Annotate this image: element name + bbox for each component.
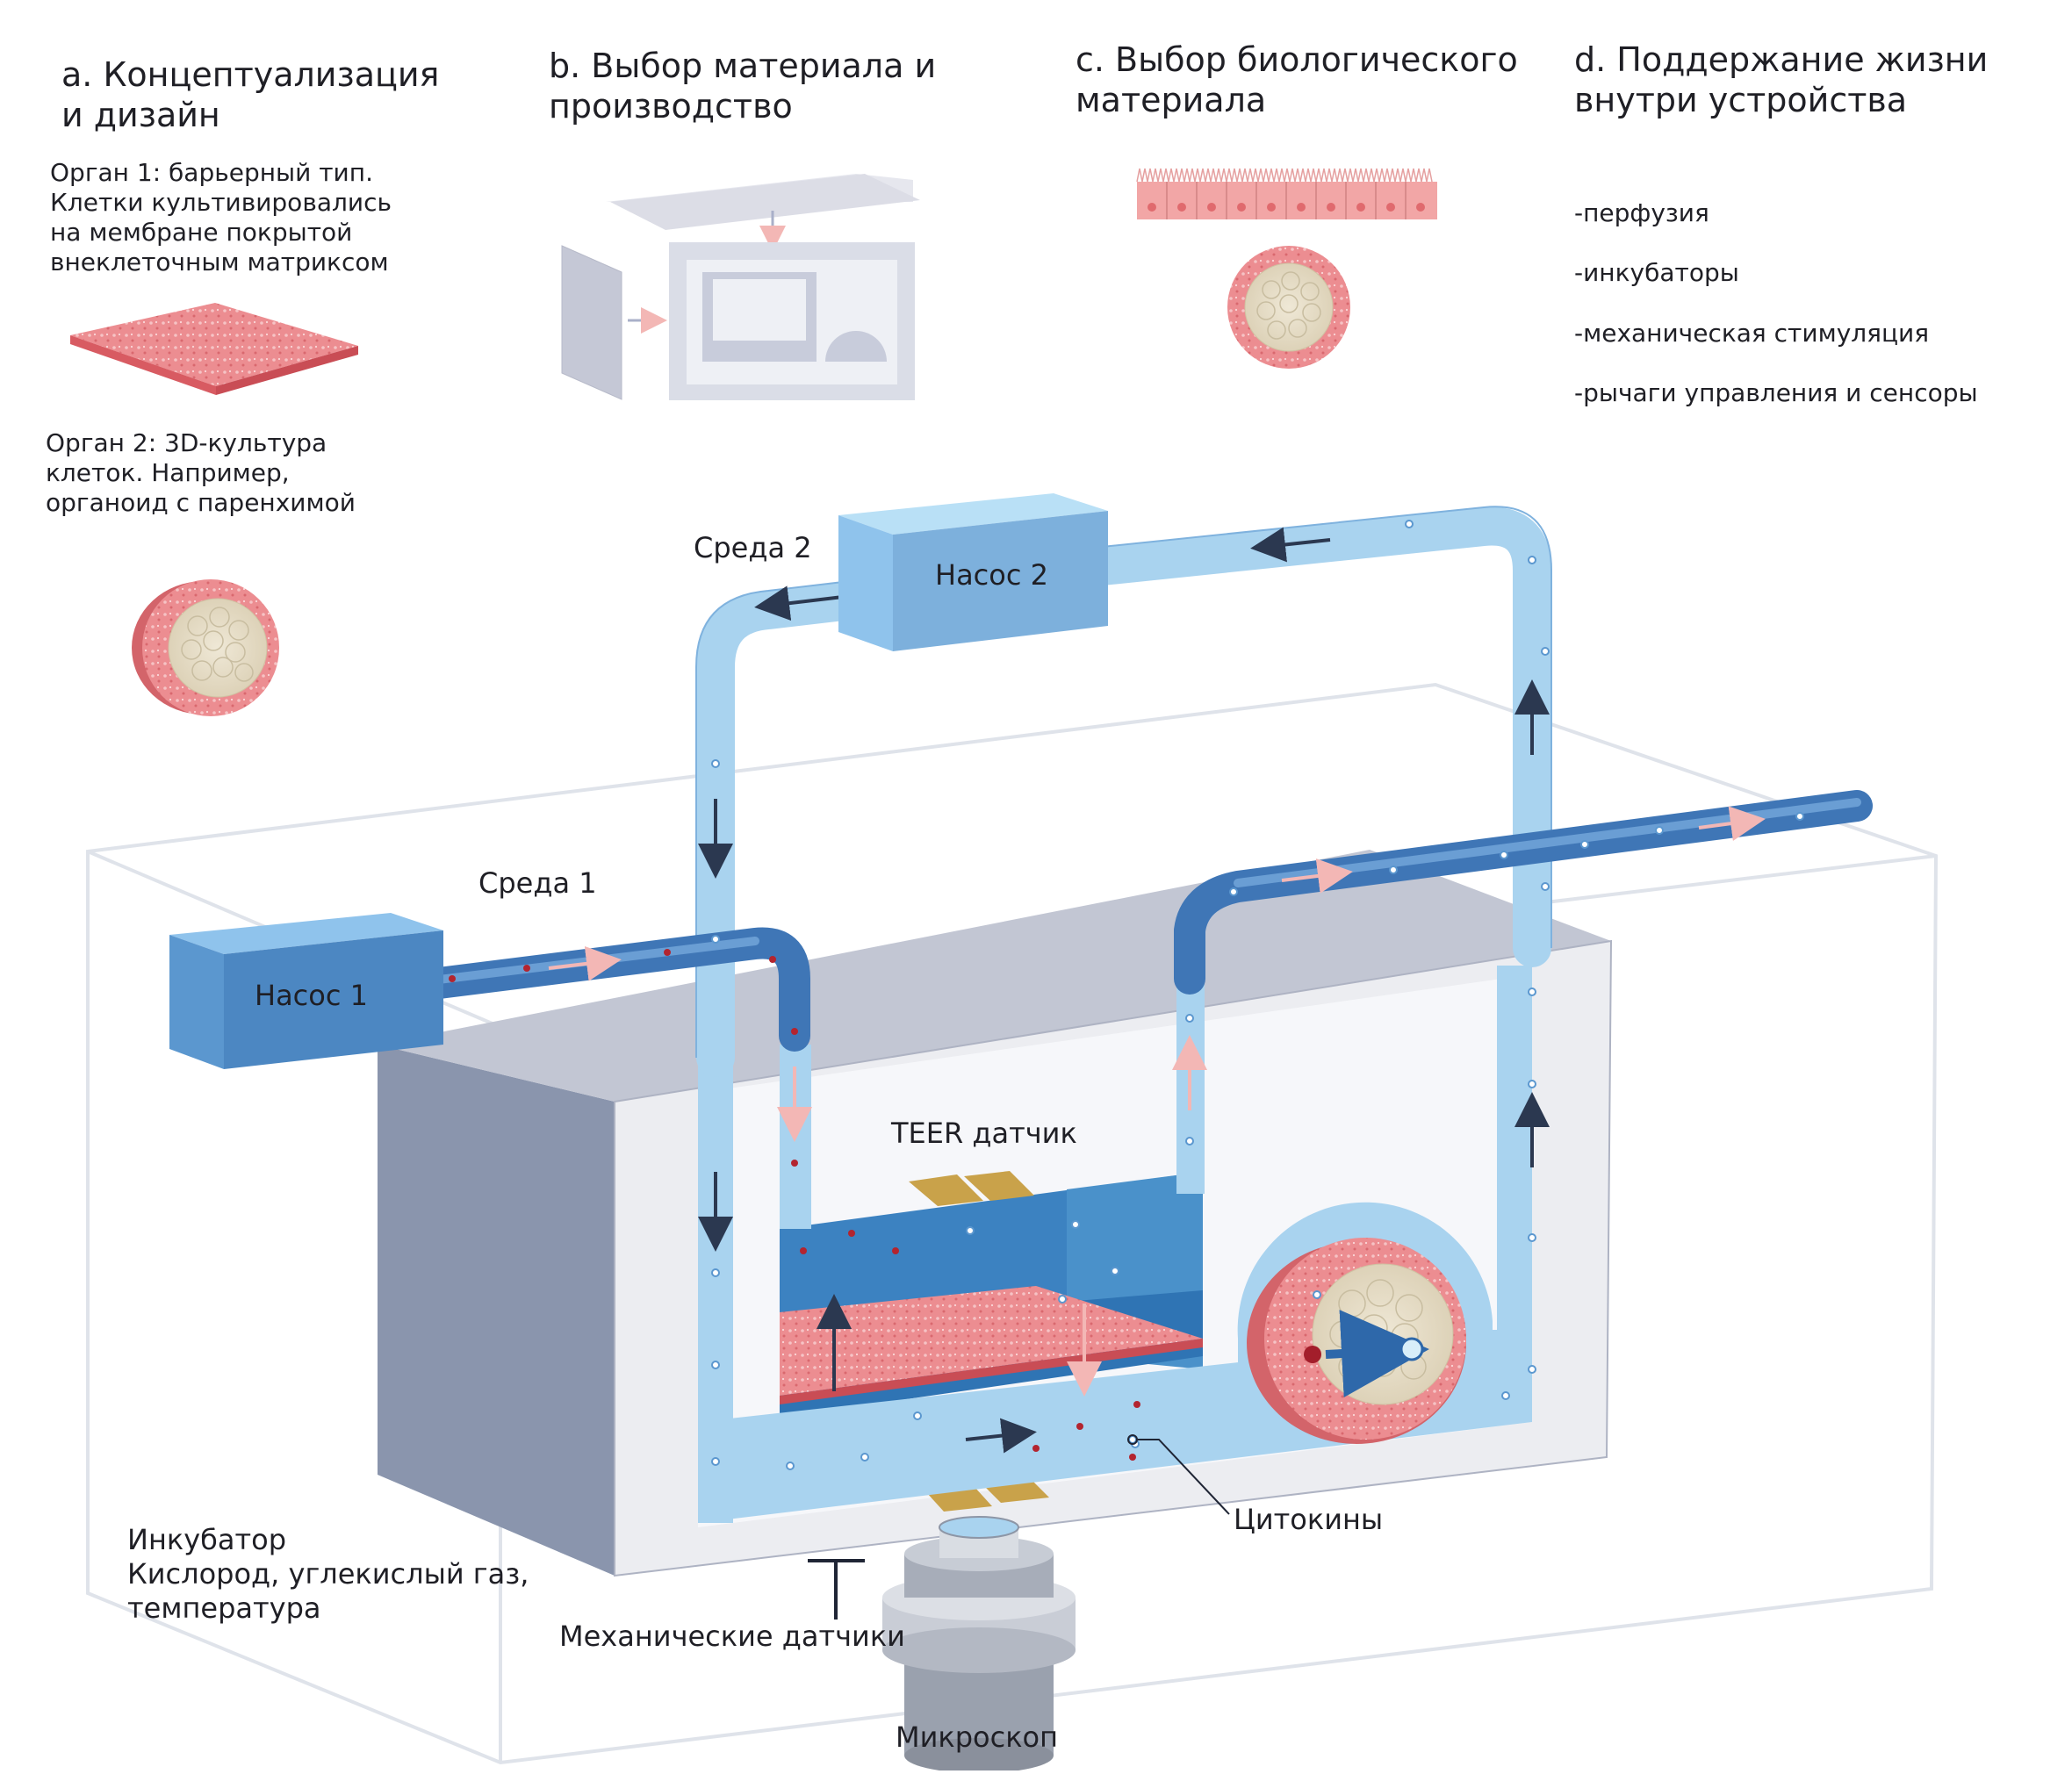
- list-item: -механическая стимуляция: [1574, 318, 1930, 348]
- incubator-label: Инкубатор Кислород, углекислый газ, темп…: [127, 1523, 529, 1626]
- membrane-tissue: [780, 1286, 1203, 1396]
- medium1-label: Среда 1: [478, 866, 597, 900]
- microscope: [882, 1516, 1076, 1773]
- microscope-label: Микроскоп: [896, 1720, 1059, 1754]
- mech-sensor-symbol: [808, 1559, 865, 1620]
- epithelium-illustration: [1136, 168, 1437, 219]
- section-d-heading: d. Поддержание жизни внутри устройства: [1574, 40, 1989, 120]
- life-support-list: -перфузия -инкубаторы -механическая стим…: [1574, 169, 1978, 438]
- fabrication-illustration: [561, 174, 920, 400]
- barrier-chamber: [780, 1171, 1203, 1512]
- mech-sensors-label: Механические датчики: [559, 1620, 905, 1653]
- cytokine-leader: [1127, 1434, 1230, 1515]
- section-b-heading: b. Выбор материала и производство: [549, 47, 937, 126]
- organoid-in-device: [1237, 1202, 1493, 1444]
- section-a-heading: a. Концептуализация и дизайн: [61, 55, 440, 135]
- pump2-label: Насос 2: [935, 558, 1048, 592]
- pump1: [169, 913, 443, 1069]
- list-item: -перфузия: [1574, 198, 1709, 228]
- teer-sensor-label: TEER датчик: [891, 1117, 1077, 1150]
- organ1-description: Орган 1: барьерный тип. Клетки культивир…: [50, 158, 392, 277]
- teer-sensor-top: [909, 1174, 983, 1206]
- tissue-slab-illustration: [70, 303, 358, 395]
- cytokines-label: Цитокины: [1234, 1503, 1384, 1536]
- pump2: [838, 493, 1108, 651]
- medium2-label: Среда 2: [694, 531, 812, 564]
- organoid-illustration: [132, 579, 279, 716]
- organ2-description: Орган 2: 3D-культура клеток. Например, о…: [46, 428, 356, 518]
- list-item: -рычаги управления и сенсоры: [1574, 378, 1978, 408]
- pump1-label: Насос 1: [255, 979, 368, 1012]
- section-c-heading: c. Выбор биологического материала: [1076, 40, 1518, 120]
- flow-arrows: [548, 527, 1766, 1454]
- list-item: -инкубаторы: [1574, 258, 1739, 288]
- particles: [449, 520, 1804, 1470]
- organoid-small-illustration: [1227, 246, 1350, 369]
